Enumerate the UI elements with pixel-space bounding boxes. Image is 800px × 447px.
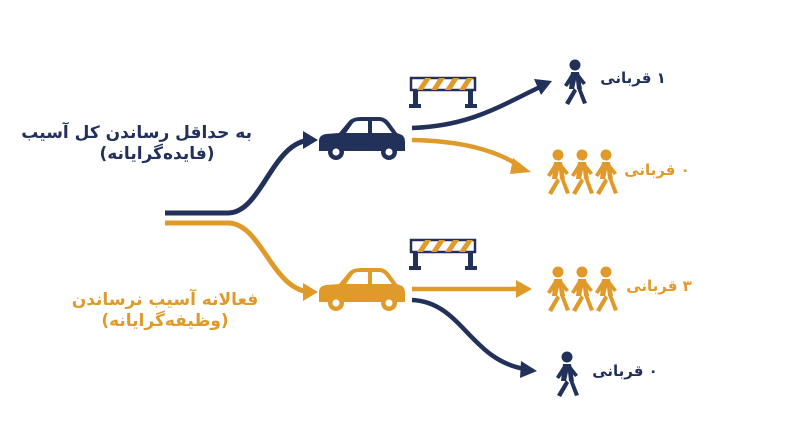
outcome-top-lower-label: ۰ قربانی [624, 161, 690, 179]
car-icon-top [319, 117, 405, 160]
trunk-tracks [165, 131, 318, 301]
arrowhead-top-lower [510, 158, 531, 174]
car-icon-bottom [319, 268, 405, 311]
outcome-top-upper-label: ۱ قربانی [600, 69, 666, 87]
barrier-icon-bottom [407, 238, 479, 272]
walking-group-icon-bottom-upper [547, 266, 618, 312]
bottom-branch-label: فعالانه آسیب نرساندن (وظیفه‌گرایانه) [70, 290, 260, 333]
arrowhead-bottom-lower [520, 361, 537, 378]
top-branch-paths [411, 79, 552, 174]
bottom-branch-paths [411, 280, 537, 378]
outcome-bottom-lower-label: ۰ قربانی [592, 362, 658, 380]
arrowhead-bottom-to-car [303, 283, 318, 301]
top-branch-title: به حداقل رساندن کل آسیب [21, 123, 252, 143]
arrowhead-top-to-car [303, 131, 318, 149]
arrowhead-bottom-upper [516, 280, 532, 298]
top-branch-subtitle: (فایده‌گرایانه) [99, 144, 215, 165]
outcome-bottom-upper-label: ۳ قربانی [626, 277, 692, 295]
barrier-icon-top [407, 76, 479, 110]
arrowhead-top-upper [534, 79, 552, 95]
walking-person-icon-bottom-lower [556, 351, 579, 397]
walking-person-icon-top-upper [564, 59, 587, 105]
bottom-branch-subtitle: (وظیفه‌گرایانه) [101, 311, 229, 332]
walking-group-icon-top-lower [547, 149, 618, 195]
top-branch-label: به حداقل رساندن کل آسیب (فایده‌گرایانه) [21, 123, 252, 166]
bottom-branch-title: فعالانه آسیب نرساندن [71, 290, 259, 310]
